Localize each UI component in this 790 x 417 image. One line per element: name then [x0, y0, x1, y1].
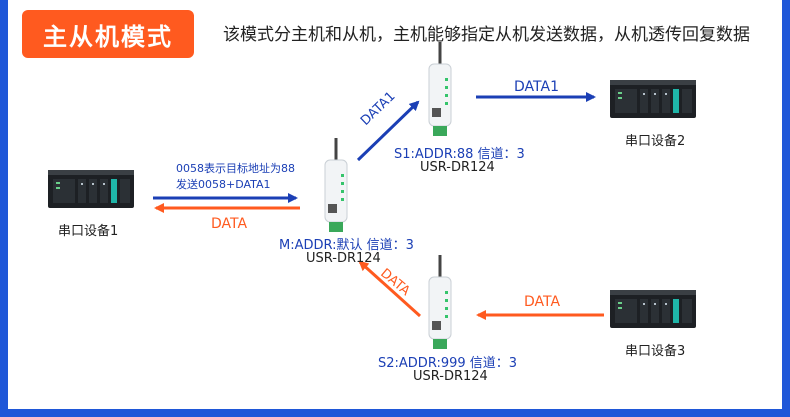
arrow-master-to-s1 [356, 100, 420, 162]
master-target-note: 0058表示目标地址为88 [176, 162, 295, 175]
slave1-model-label: USR-DR124 [420, 160, 495, 175]
slave2-model-label: USR-DR124 [413, 369, 488, 384]
master-model-label: USR-DR124 [306, 251, 381, 266]
serial-device-1-label: 串口设备1 [58, 224, 119, 239]
master-addr-label: M:ADDR:默认 信道：3 [279, 238, 414, 253]
s1-to-serial2-label: DATA1 [514, 79, 559, 95]
serial3-to-s2-label: DATA [524, 294, 561, 310]
page-title: 主从机模式 [43, 22, 173, 51]
title-badge: 主从机模式 [22, 10, 194, 58]
serial-device-3-label: 串口设备3 [625, 344, 686, 359]
slave1-addr-label: S1:ADDR:88 信道：3 [394, 147, 525, 162]
serial-device-2-label: 串口设备2 [625, 134, 686, 149]
master-send-note: 发送0058+DATA1 [176, 178, 271, 191]
master-reply-label: DATA [211, 216, 248, 232]
header: 主从机模式 该模式分主机和从机，主机能够指定从机发送数据，从机透传回复数据 [0, 0, 790, 70]
slave2-addr-label: S2:ADDR:999 信道：3 [378, 356, 518, 371]
arrow-s2-to-master [358, 260, 422, 318]
mode-description: 该模式分主机和从机，主机能够指定从机发送数据，从机透传回复数据 [223, 25, 750, 45]
